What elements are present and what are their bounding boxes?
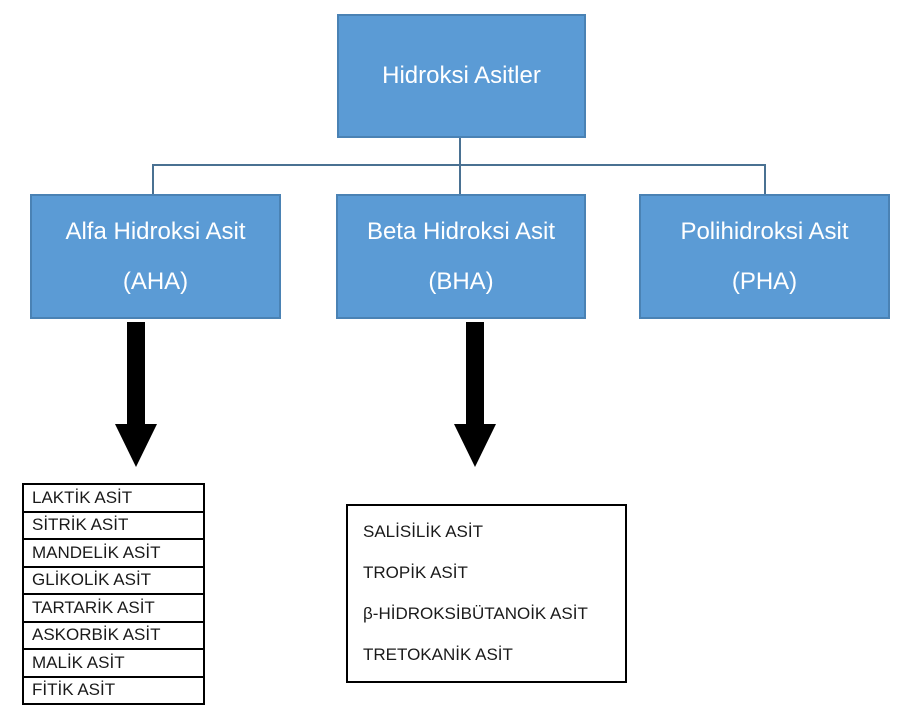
list-item: TROPİK ASİT	[363, 563, 468, 583]
table-row: MALİK ASİT	[24, 650, 203, 678]
node-hidroksi-asitler: Hidroksi Asitler	[337, 14, 586, 138]
table-row: LAKTİK ASİT	[24, 485, 203, 513]
node-bha-line1: Beta Hidroksi Asit	[366, 217, 556, 245]
table-row: TARTARİK ASİT	[24, 595, 203, 623]
down-arrow-aha-shaft	[127, 322, 145, 425]
down-arrow-bha-shaft	[466, 322, 484, 425]
connector-right-vertical	[764, 164, 766, 194]
node-polihidroksi-asit: Polihidroksi Asit (PHA)	[639, 194, 890, 319]
aha-item-label: ASKORBİK ASİT	[32, 625, 161, 645]
list-item: TRETOKANİK ASİT	[363, 644, 513, 664]
node-alfa-hidroksi-asit: Alfa Hidroksi Asit (AHA)	[30, 194, 281, 319]
node-root-label: Hidroksi Asitler	[382, 62, 541, 89]
aha-item-label: FİTİK ASİT	[32, 680, 116, 700]
table-row: GLİKOLİK ASİT	[24, 568, 203, 595]
node-beta-hidroksi-asit: Beta Hidroksi Asit (BHA)	[336, 194, 586, 319]
connector-middle-vertical	[459, 164, 461, 194]
connector-left-vertical	[152, 164, 154, 194]
node-aha-line1: Alfa Hidroksi Asit	[65, 217, 246, 245]
down-arrow-bha-icon	[454, 424, 496, 467]
aha-item-label: SİTRİK ASİT	[32, 515, 129, 535]
aha-item-label: MANDELİK ASİT	[32, 542, 161, 562]
connector-root-vertical	[459, 138, 461, 165]
node-pha-line2: (PHA)	[731, 267, 798, 295]
table-row: ASKORBİK ASİT	[24, 623, 203, 650]
table-row: SİTRİK ASİT	[24, 513, 203, 540]
table-row: MANDELİK ASİT	[24, 540, 203, 568]
aha-item-label: LAKTİK ASİT	[32, 487, 133, 507]
aha-acid-list-table: LAKTİK ASİT SİTRİK ASİT MANDELİK ASİT GL…	[22, 483, 205, 705]
node-pha-line1: Polihidroksi Asit	[680, 217, 849, 245]
table-row: FİTİK ASİT	[24, 678, 203, 704]
list-item: β-HİDROKSİBÜTANOİK ASİT	[363, 603, 588, 623]
down-arrow-aha-icon	[115, 424, 157, 467]
aha-item-label: TARTARİK ASİT	[32, 597, 155, 617]
aha-item-label: MALİK ASİT	[32, 652, 125, 672]
node-bha-line2: (BHA)	[428, 267, 494, 295]
node-aha-line2: (AHA)	[122, 267, 189, 295]
list-item: SALİSİLİK ASİT	[363, 522, 484, 542]
bha-acid-list-box: SALİSİLİK ASİT TROPİK ASİT β-HİDROKSİBÜT…	[346, 504, 627, 683]
aha-item-label: GLİKOLİK ASİT	[32, 570, 152, 590]
